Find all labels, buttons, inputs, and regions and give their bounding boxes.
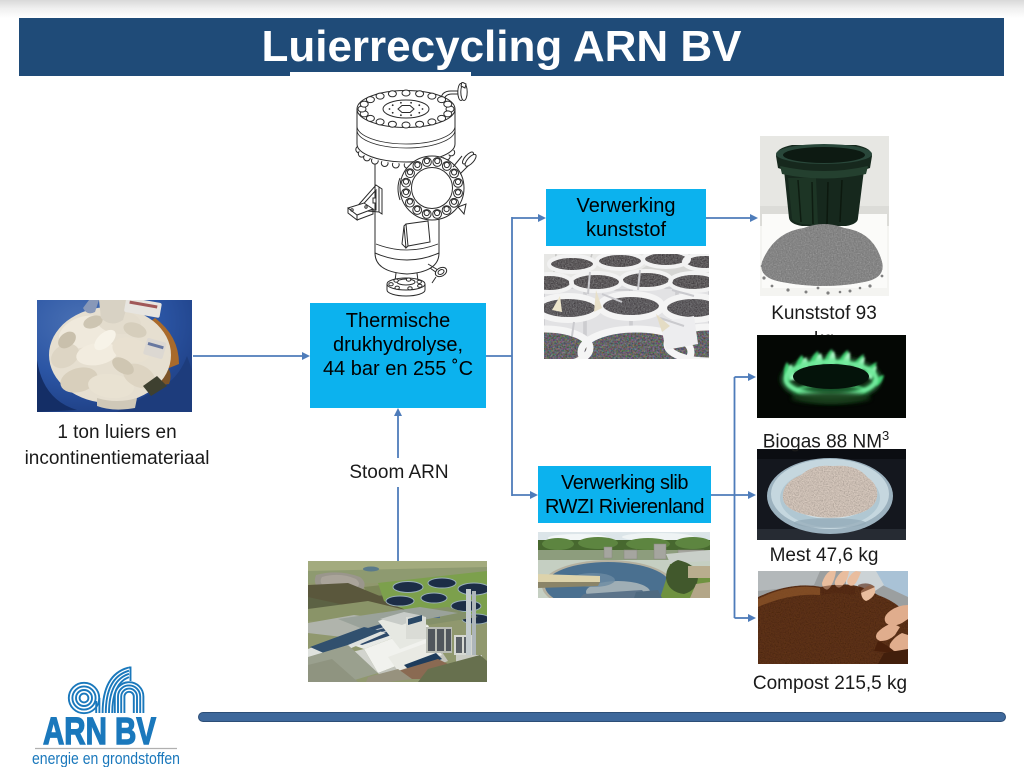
svg-text:ARN BV: ARN BV	[43, 711, 156, 753]
svg-text:energie en grondstoffen: energie en grondstoffen	[32, 749, 180, 767]
